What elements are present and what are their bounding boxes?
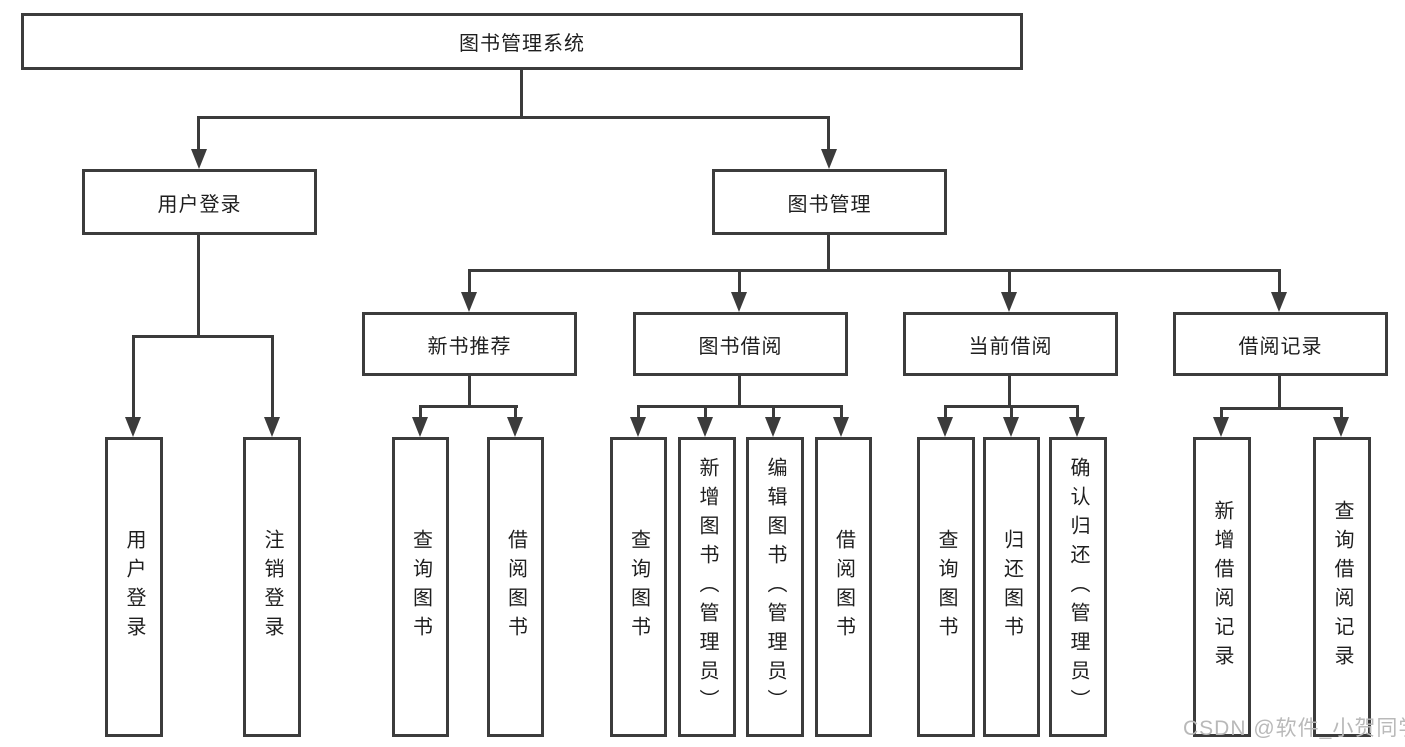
arrowhead-down	[1003, 417, 1019, 437]
connector-line	[1278, 376, 1281, 408]
connector-line	[1220, 407, 1343, 410]
connector-line	[197, 116, 830, 119]
connector-line	[520, 69, 523, 117]
node-library-management-system: 图书管理系统	[21, 13, 1023, 70]
leaf-query-borrow-record: 查询借阅记录	[1313, 437, 1371, 737]
connector-line	[840, 405, 843, 418]
node-book-borrowing: 图书借阅	[633, 312, 848, 376]
connector-line	[1010, 405, 1013, 418]
connector-line	[468, 269, 471, 293]
arrowhead-down	[1213, 417, 1229, 437]
arrowhead-down	[125, 417, 141, 437]
arrowhead-down	[765, 417, 781, 437]
connector-line	[944, 405, 947, 418]
connector-line	[468, 376, 471, 406]
connector-line	[514, 405, 517, 418]
leaf-add-books-admin: 新增图书（管理员）	[678, 437, 736, 737]
leaf-confirm-return-admin: 确认归还（管理员）	[1049, 437, 1107, 737]
connector-line	[1340, 407, 1343, 418]
connector-line	[1220, 407, 1223, 418]
leaf-query-books-recommend: 查询图书	[392, 437, 449, 737]
leaf-edit-books-admin: 编辑图书（管理员）	[746, 437, 804, 737]
leaf-logout: 注销登录	[243, 437, 301, 737]
connector-line	[772, 405, 775, 418]
connector-line	[197, 235, 200, 336]
arrowhead-down	[731, 292, 747, 312]
arrowhead-down	[1333, 417, 1349, 437]
connector-line	[1008, 376, 1011, 406]
connector-line	[1076, 405, 1079, 418]
connector-line	[1008, 269, 1011, 293]
arrowhead-down	[507, 417, 523, 437]
leaf-query-books-current: 查询图书	[917, 437, 975, 737]
node-user-login: 用户登录	[82, 169, 317, 235]
connector-line	[704, 405, 707, 418]
arrowhead-down	[1001, 292, 1017, 312]
connector-line	[637, 405, 640, 418]
arrowhead-down	[937, 417, 953, 437]
connector-line	[132, 335, 135, 418]
node-current-borrowing: 当前借阅	[903, 312, 1118, 376]
arrowhead-down	[264, 417, 280, 437]
connector-line	[827, 235, 830, 270]
node-new-book-recommendation: 新书推荐	[362, 312, 577, 376]
node-book-management: 图书管理	[712, 169, 947, 235]
arrowhead-down	[821, 149, 837, 169]
arrowhead-down	[412, 417, 428, 437]
arrowhead-down	[630, 417, 646, 437]
connector-line	[419, 405, 518, 408]
leaf-user-login: 用户登录	[105, 437, 163, 737]
arrowhead-down	[461, 292, 477, 312]
leaf-query-books-borrowing: 查询图书	[610, 437, 667, 737]
connector-line	[419, 405, 422, 418]
leaf-add-borrow-record: 新增借阅记录	[1193, 437, 1251, 737]
node-borrowing-records: 借阅记录	[1173, 312, 1388, 376]
connector-line	[1278, 269, 1281, 293]
connector-line	[271, 335, 274, 418]
csdn-watermark: CSDN @软件_小贺同学	[1183, 717, 1405, 740]
leaf-borrow-books: 借阅图书	[815, 437, 872, 737]
arrowhead-down	[697, 417, 713, 437]
leaf-borrow-books-recommend: 借阅图书	[487, 437, 544, 737]
connector-line	[827, 116, 830, 150]
connector-line	[738, 376, 741, 406]
arrowhead-down	[1069, 417, 1085, 437]
arrowhead-down	[191, 149, 207, 169]
connector-line	[468, 269, 1281, 272]
leaf-return-books: 归还图书	[983, 437, 1040, 737]
connector-line	[132, 335, 274, 338]
connector-line	[738, 269, 741, 293]
arrowhead-down	[1271, 292, 1287, 312]
connector-line	[637, 405, 843, 408]
connector-line	[197, 116, 200, 150]
arrowhead-down	[833, 417, 849, 437]
